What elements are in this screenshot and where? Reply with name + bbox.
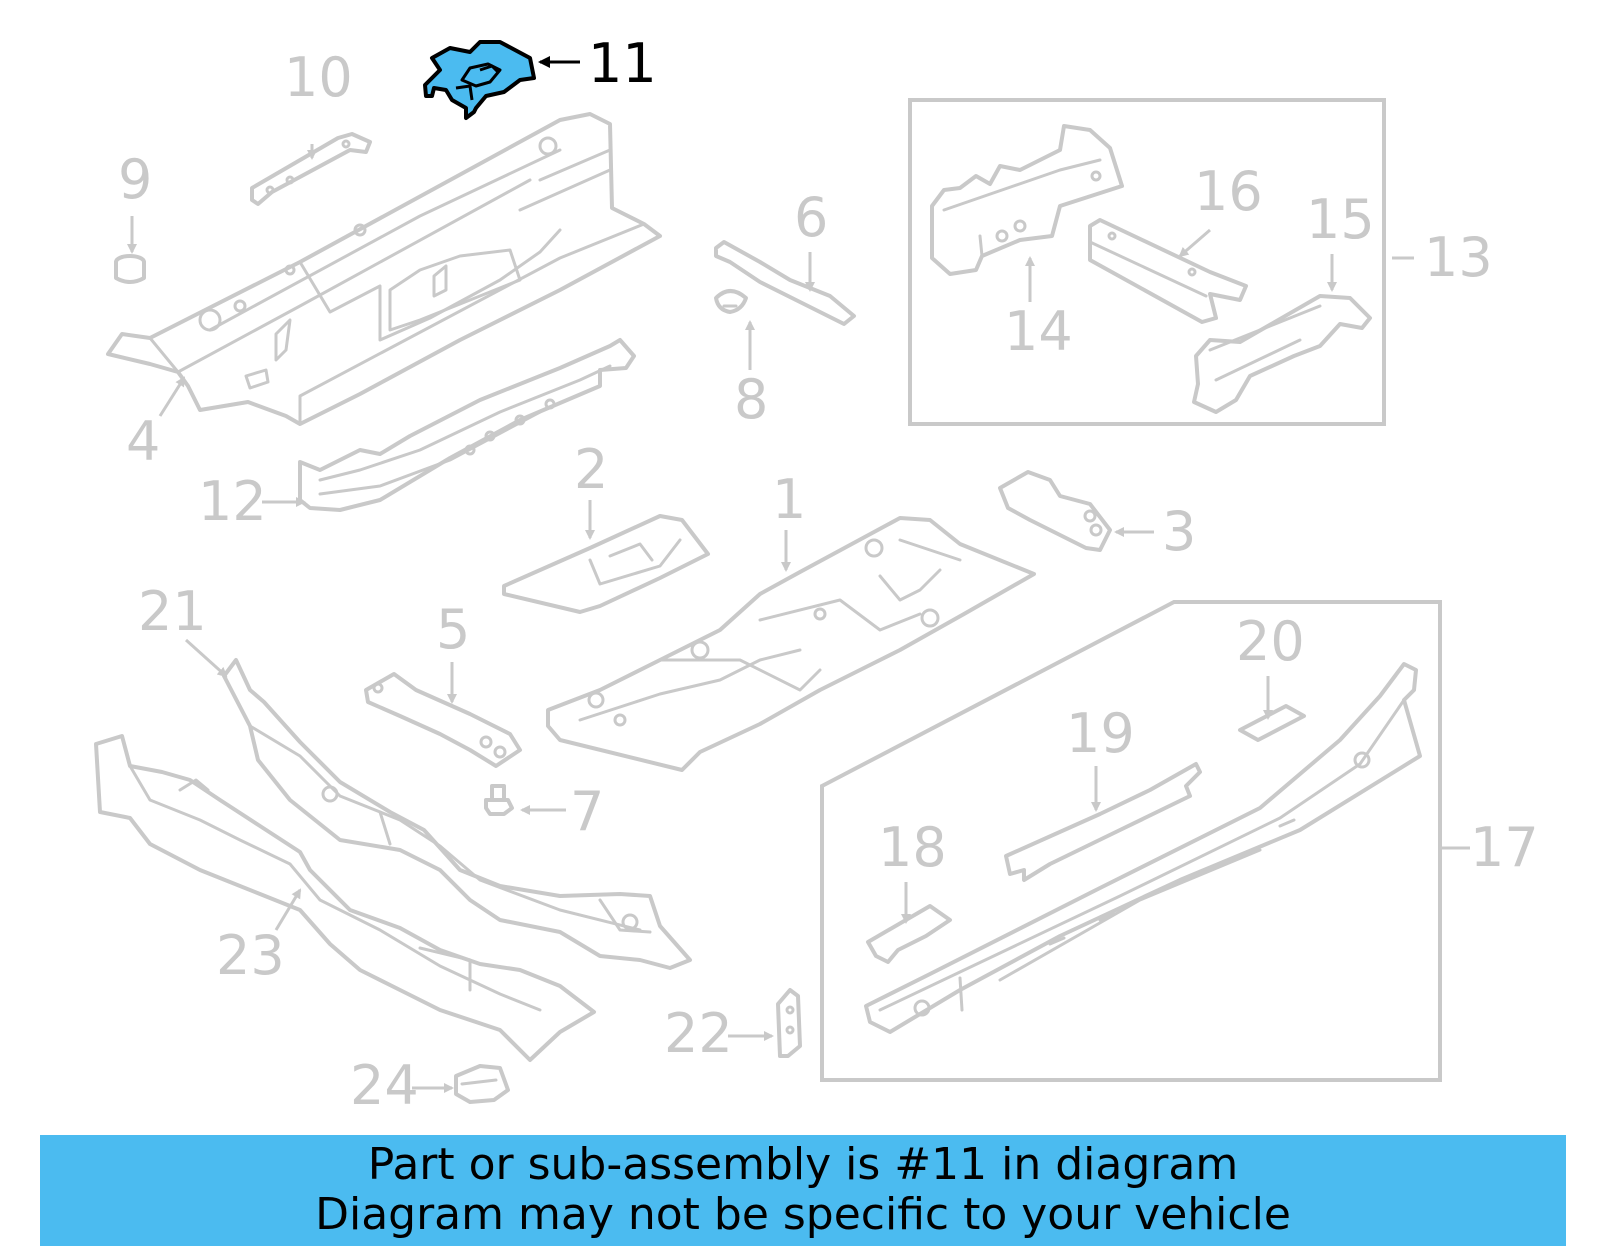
part-21-side-member[interactable]	[222, 658, 692, 970]
callout-21: 21	[138, 580, 207, 643]
callout-15: 15	[1306, 188, 1375, 251]
callout-5: 5	[436, 598, 470, 661]
callout-23: 23	[216, 924, 285, 987]
callout-7: 7	[570, 780, 604, 843]
callout-22: 22	[664, 1002, 733, 1065]
part-23-side-member[interactable]	[94, 734, 596, 1062]
callout-16: 16	[1194, 160, 1263, 223]
callout-12: 12	[198, 470, 267, 533]
callout-18: 18	[878, 816, 947, 879]
callout-11: 11	[588, 32, 657, 95]
callout-3: 3	[1162, 500, 1196, 563]
banner-line-disclaimer: Diagram may not be specific to your vehi…	[315, 1189, 1291, 1240]
callout-14: 14	[1004, 300, 1073, 363]
part-24-bracket[interactable]	[454, 1064, 510, 1104]
banner-line-part-number: Part or sub-assembly is #11 in diagram	[367, 1139, 1239, 1190]
callout-labels: 1 2 3 4 5 6 7 8 9 10 11 12 13 14 15 16 1…	[118, 32, 1539, 1117]
part-19-reinforcement[interactable]	[1004, 762, 1202, 882]
part-8-clip[interactable]	[714, 289, 748, 314]
part-16-rail[interactable]	[1088, 218, 1248, 324]
part-2-panel[interactable]	[502, 514, 710, 614]
leader-lines	[127, 56, 1470, 1093]
callout-9: 9	[118, 148, 152, 211]
part-9-plug[interactable]	[114, 254, 146, 284]
callout-19: 19	[1066, 702, 1135, 765]
part-6-brace[interactable]	[714, 240, 856, 326]
callout-2: 2	[574, 438, 608, 501]
part-14-member[interactable]	[930, 124, 1124, 276]
part-20-plate[interactable]	[1238, 704, 1306, 742]
callout-10: 10	[284, 46, 353, 109]
part-12-rail[interactable]	[298, 338, 636, 512]
part-3-bracket[interactable]	[998, 470, 1112, 552]
callout-17: 17	[1470, 816, 1539, 879]
assembly-17-frame	[820, 600, 1442, 1082]
part-15-rail[interactable]	[1192, 294, 1372, 414]
part-4-floor-panel[interactable]	[106, 112, 662, 426]
info-banner: Part or sub-assembly is #11 in diagram D…	[40, 1135, 1566, 1246]
callout-1: 1	[772, 468, 806, 531]
part-18-bracket[interactable]	[866, 904, 952, 964]
callout-24: 24	[350, 1054, 419, 1117]
part-1-floor-pan[interactable]	[546, 516, 1036, 772]
part-22-bracket[interactable]	[776, 988, 802, 1058]
assembly-13-frame	[908, 98, 1386, 426]
part-10-bracket[interactable]	[250, 132, 372, 206]
callout-6: 6	[794, 186, 828, 249]
part-11-bracket[interactable]	[423, 40, 536, 120]
part-7-bolt[interactable]	[484, 784, 514, 816]
part-5-reinforcement[interactable]	[364, 672, 522, 768]
callout-8: 8	[734, 368, 768, 431]
callout-13: 13	[1424, 226, 1493, 289]
callout-4: 4	[126, 410, 160, 473]
part-17-rocker-sill[interactable]	[864, 662, 1422, 1034]
callout-20: 20	[1236, 610, 1305, 673]
